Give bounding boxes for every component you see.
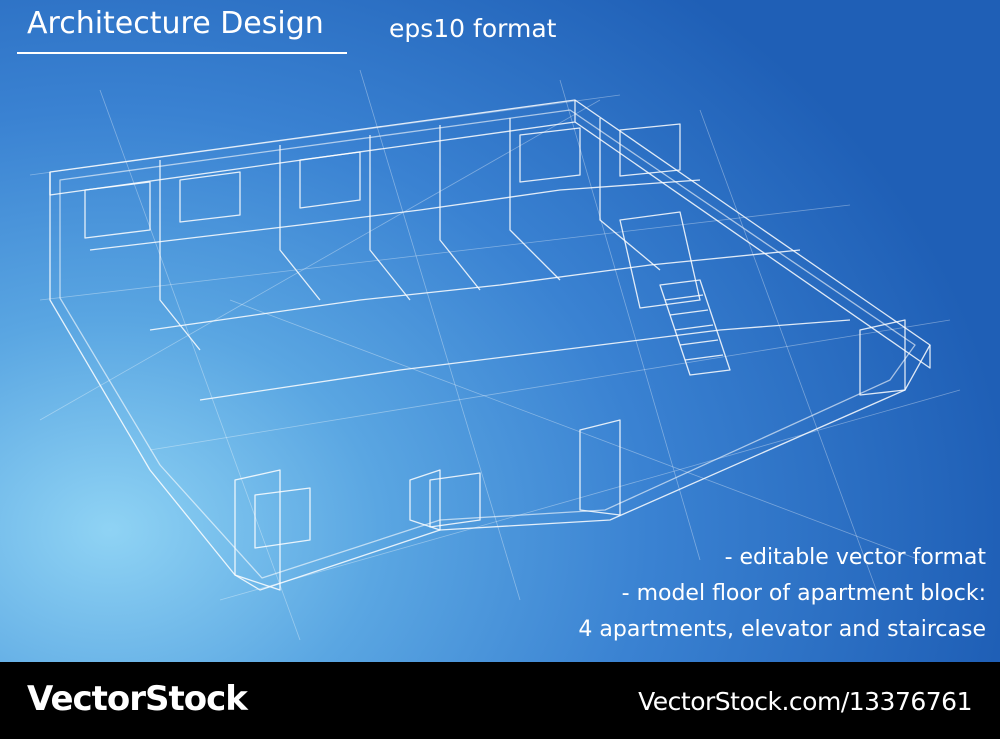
footer-bar: VectorStock VectorStock.com/13376761: [0, 662, 1000, 739]
image-reference-link[interactable]: VectorStock.com/13376761: [638, 687, 972, 716]
feature-notes: - editable vector format - model floor o…: [578, 540, 986, 648]
brand-logo[interactable]: VectorStock: [27, 679, 248, 719]
blueprint-canvas: Architecture Design eps10 format: [0, 0, 1000, 662]
format-label: eps10 format: [389, 14, 557, 43]
note-line-3: 4 apartments, elevator and staircase: [578, 617, 986, 642]
note-line-1: - editable vector format: [724, 545, 986, 570]
wireframe-floor-plan-icon: [0, 0, 1000, 662]
title-underline: [17, 52, 347, 54]
page-title: Architecture Design: [27, 6, 324, 41]
note-line-2: - model floor of apartment block:: [621, 581, 986, 606]
